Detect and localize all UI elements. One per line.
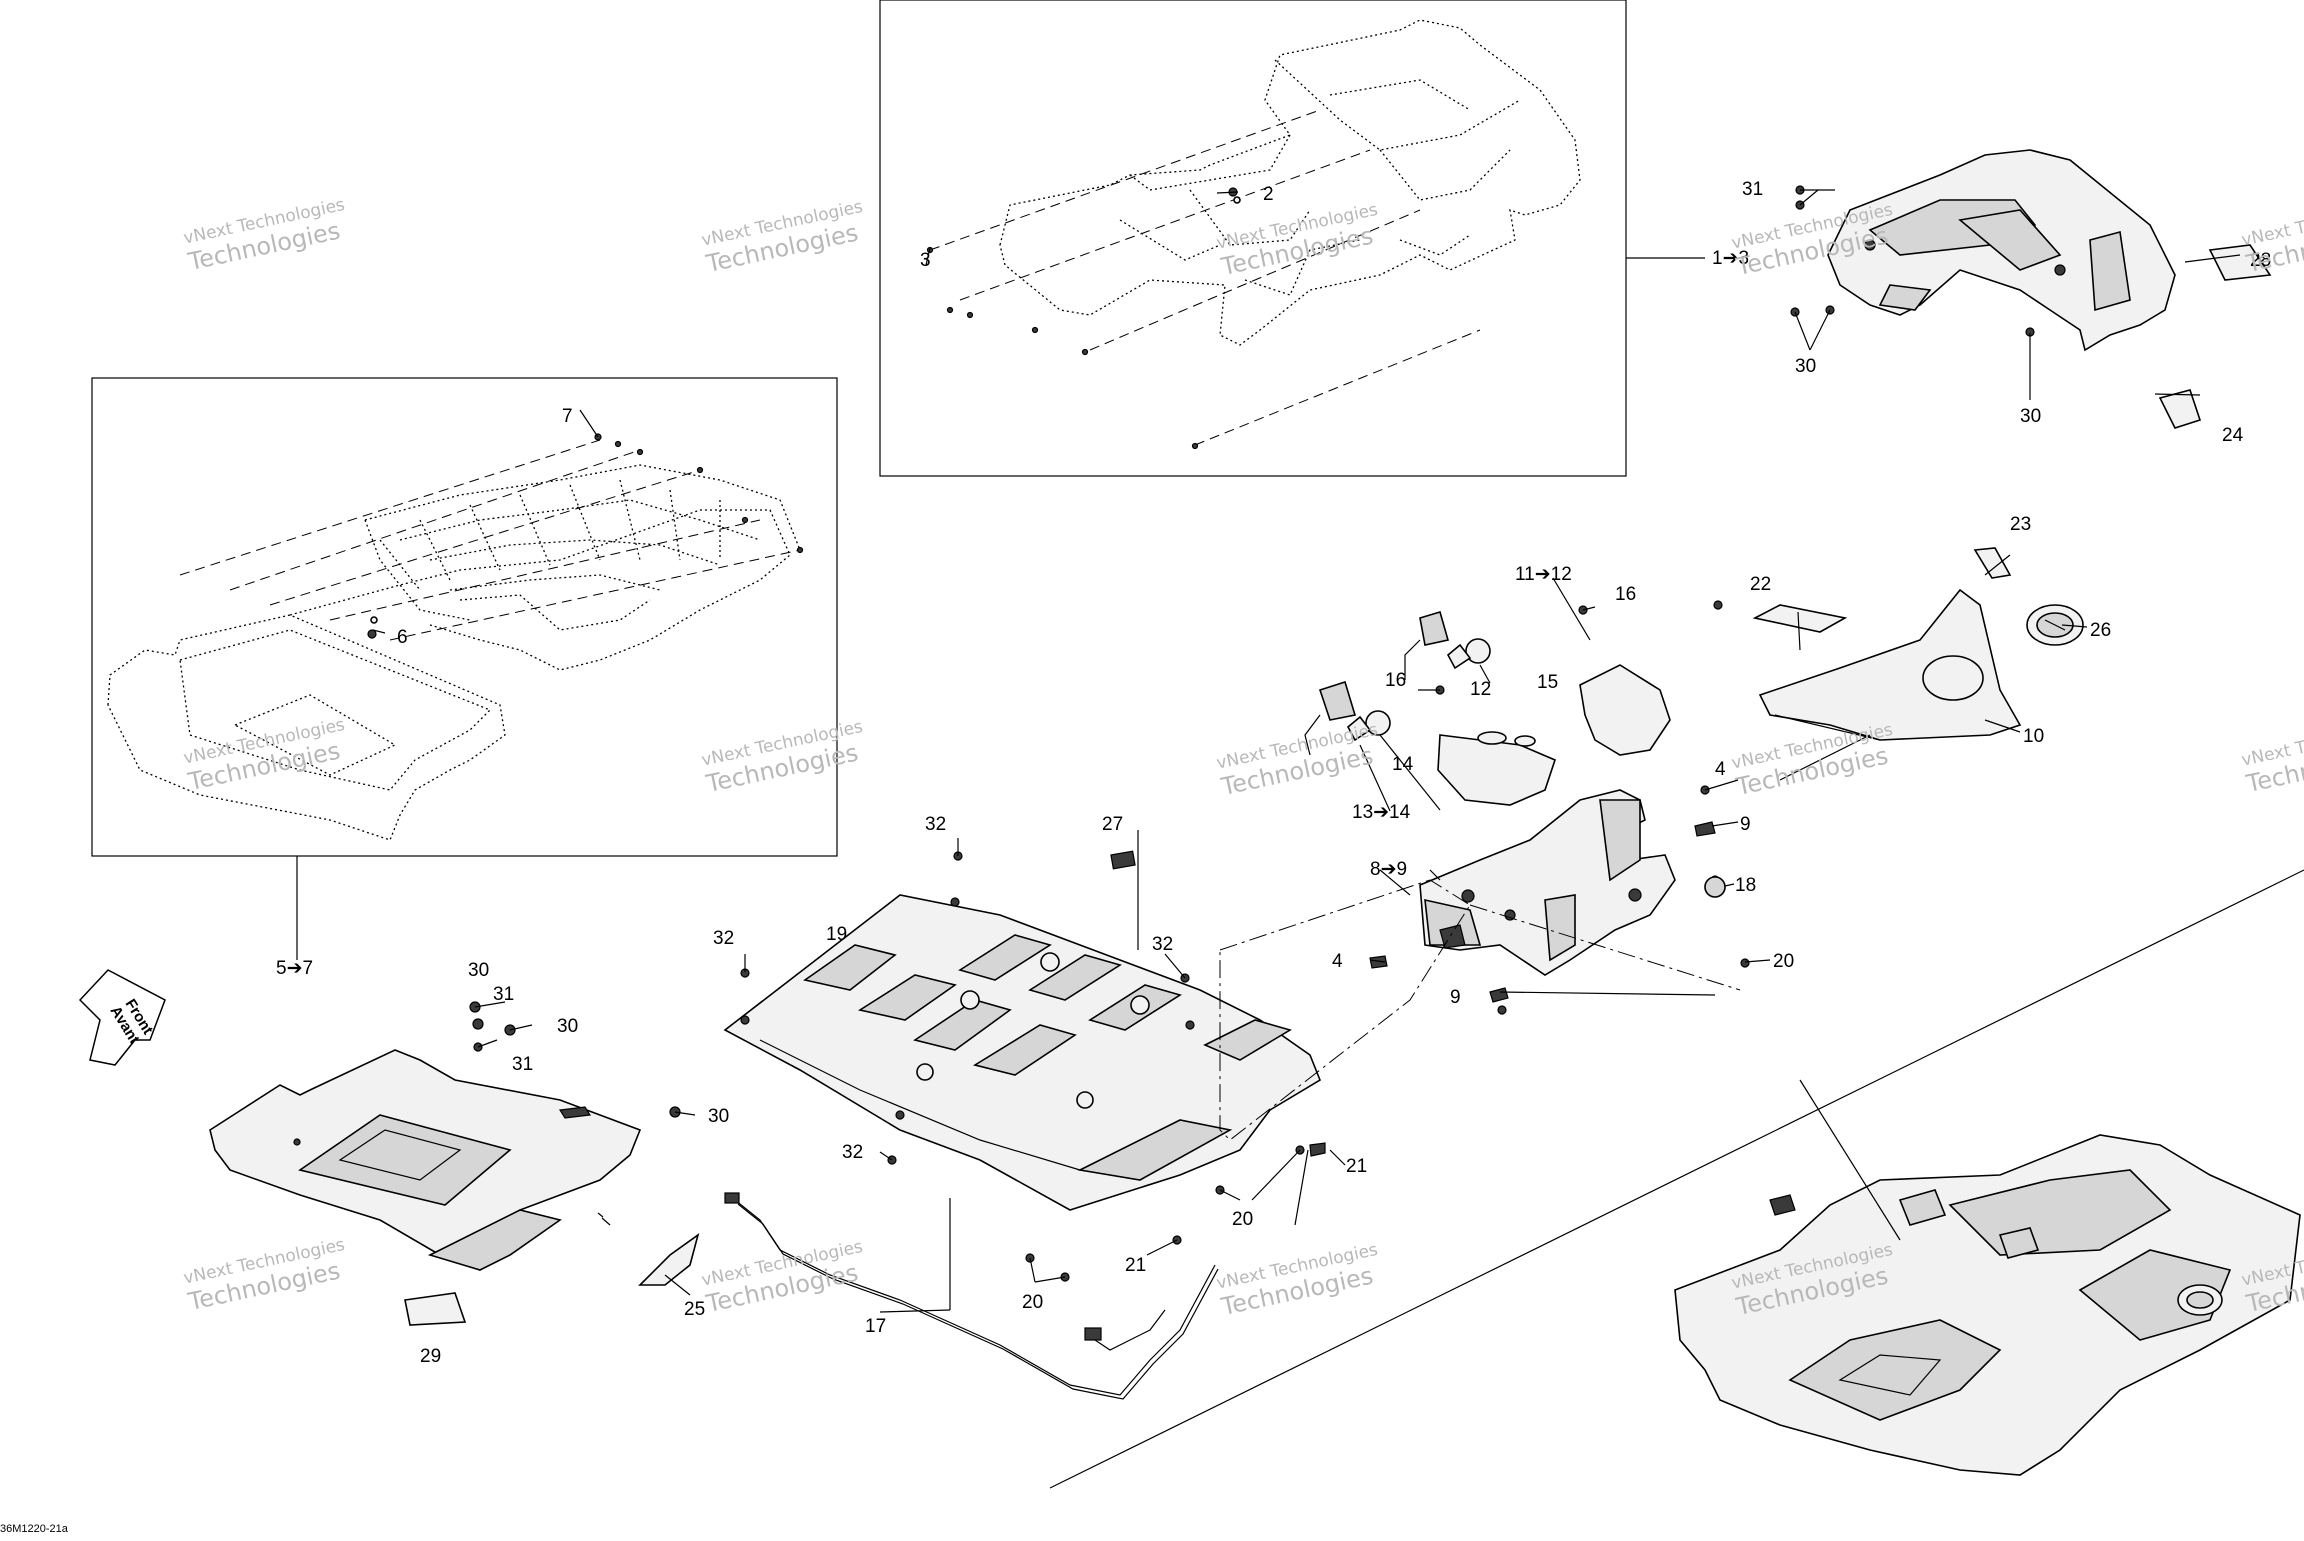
rear-rack-part xyxy=(209,1049,642,1271)
callout-9-left: 9 xyxy=(1450,987,1461,1008)
callout-2: 2 xyxy=(1263,184,1274,205)
front-cover-part xyxy=(1758,588,2022,741)
callout-30-top-right: 30 xyxy=(2020,406,2041,427)
callout-30-rack-top: 30 xyxy=(468,960,489,981)
callout-14: 14 xyxy=(1392,754,1414,775)
callout-30-rack-right: 30 xyxy=(557,1016,578,1037)
side-housing-part xyxy=(1827,149,2176,352)
callout-32-left: 32 xyxy=(713,928,734,949)
callout-16-left: 16 xyxy=(1385,670,1406,691)
callout-27: 27 xyxy=(1102,814,1123,835)
light-bracket-part xyxy=(1437,664,1671,806)
callout-8-9: 8➔9 xyxy=(1370,859,1407,880)
callout-30-rack-side: 30 xyxy=(708,1106,729,1127)
callout-3: 3 xyxy=(920,250,931,271)
callout-30-top: 30 xyxy=(1795,356,1816,377)
callout-24: 24 xyxy=(2222,425,2244,446)
leader-assembled xyxy=(1799,1079,1901,1241)
callout-20-right: 20 xyxy=(1773,951,1794,972)
decal-29-shape xyxy=(404,1292,467,1326)
detail-box-frame-top xyxy=(879,0,1627,477)
decal-24-shape xyxy=(2158,389,2202,429)
callout-32-right: 32 xyxy=(1152,934,1173,955)
callout-22: 22 xyxy=(1750,574,1771,595)
decal-25-shape xyxy=(638,1233,700,1286)
callout-4-left: 4 xyxy=(1332,951,1343,972)
callout-1-3: 1➔3 xyxy=(1712,248,1749,269)
callout-32-bottom: 32 xyxy=(842,1142,863,1163)
callout-5-7: 5➔7 xyxy=(276,958,313,979)
assembled-view-part xyxy=(1674,1134,2301,1476)
center-plate-part xyxy=(723,850,1321,1211)
callout-16-right: 16 xyxy=(1615,584,1636,605)
callout-19: 19 xyxy=(826,924,847,945)
callout-31-top: 31 xyxy=(1742,179,1763,200)
callout-18: 18 xyxy=(1735,875,1756,896)
callout-6: 6 xyxy=(397,627,408,648)
decal-23-shape xyxy=(1973,547,2012,579)
detail-box-frame-left xyxy=(91,377,838,857)
callout-13-14: 13➔14 xyxy=(1352,802,1411,823)
callout-20-mid: 20 xyxy=(1232,1209,1253,1230)
wire-harness-part xyxy=(724,1192,1219,1400)
callout-31-rack-lower: 31 xyxy=(512,1054,533,1075)
callout-21-left: 21 xyxy=(1125,1255,1146,1276)
diagram-code: 36M1220-21a xyxy=(0,1523,69,1535)
callout-12: 12 xyxy=(1470,679,1491,700)
callout-9-right: 9 xyxy=(1740,814,1751,835)
callout-29: 29 xyxy=(420,1346,441,1367)
callout-23: 23 xyxy=(2010,514,2031,535)
callout-7: 7 xyxy=(562,406,573,427)
callout-labels: 1➔3 2 3 4 4 5➔7 6 7 8➔9 9 9 10 11➔12 12 … xyxy=(0,179,2271,1535)
gauge-part xyxy=(2026,604,2084,646)
callout-15: 15 xyxy=(1537,672,1558,693)
callout-20-bottom: 20 xyxy=(1022,1292,1043,1313)
callout-26: 26 xyxy=(2090,620,2111,641)
callout-25: 25 xyxy=(684,1299,705,1320)
callout-28: 28 xyxy=(2250,250,2271,271)
callout-32-top: 32 xyxy=(925,814,946,835)
decal-22-shape xyxy=(1752,604,1848,633)
alignment-frame xyxy=(1219,879,1471,1141)
alignment-line xyxy=(1469,904,1741,991)
bulbs-part xyxy=(1304,611,1491,756)
callout-10: 10 xyxy=(2023,726,2044,747)
front-direction-arrow: Front Avant xyxy=(78,969,166,1066)
headlight-housing-part xyxy=(1419,789,1676,976)
callout-31-rack-upper: 31 xyxy=(493,984,514,1005)
construction-lines xyxy=(1049,869,2304,1489)
callout-17: 17 xyxy=(865,1316,886,1337)
rack-assembly-left xyxy=(107,433,804,841)
callout-11-12: 11➔12 xyxy=(1515,564,1572,585)
callout-4-right: 4 xyxy=(1715,759,1726,780)
diagonal-separator xyxy=(1049,869,2304,1489)
callout-21-right: 21 xyxy=(1346,1156,1367,1177)
decal-28-shape xyxy=(2208,244,2272,281)
decals xyxy=(404,244,2272,1326)
leader-lines xyxy=(372,189,2241,1313)
